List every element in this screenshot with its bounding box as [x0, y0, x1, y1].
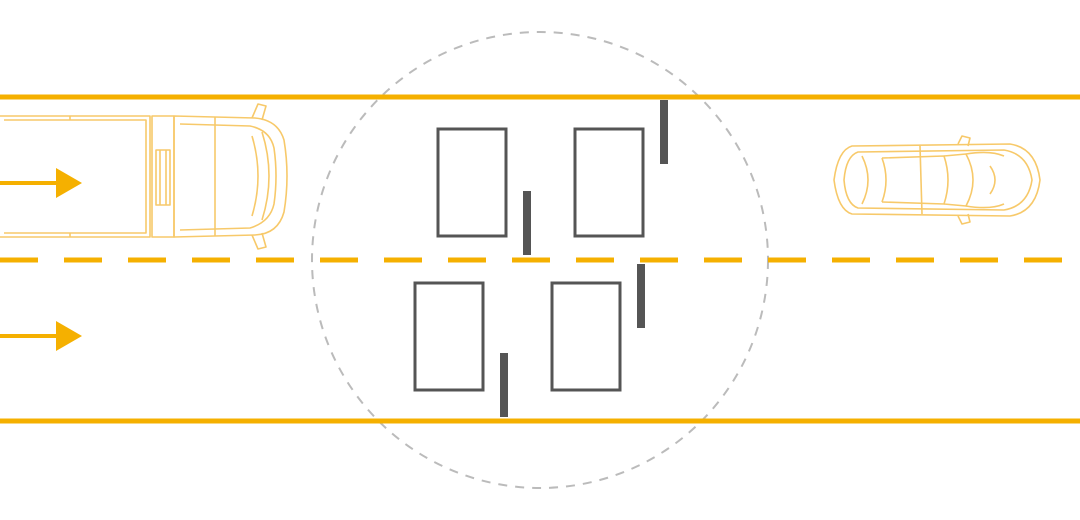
barrier-post — [500, 353, 508, 417]
barrier-post — [637, 264, 645, 328]
zone-box — [413, 281, 485, 392]
zone-box — [436, 127, 508, 238]
arrow-right-icon — [0, 168, 82, 198]
car-icon — [833, 135, 1041, 225]
barrier-post — [523, 191, 531, 255]
zone-box — [573, 127, 645, 238]
arrow-right-icon — [0, 321, 82, 351]
van-icon — [0, 103, 288, 250]
barrier-post — [660, 100, 668, 164]
zone-box — [550, 281, 622, 392]
